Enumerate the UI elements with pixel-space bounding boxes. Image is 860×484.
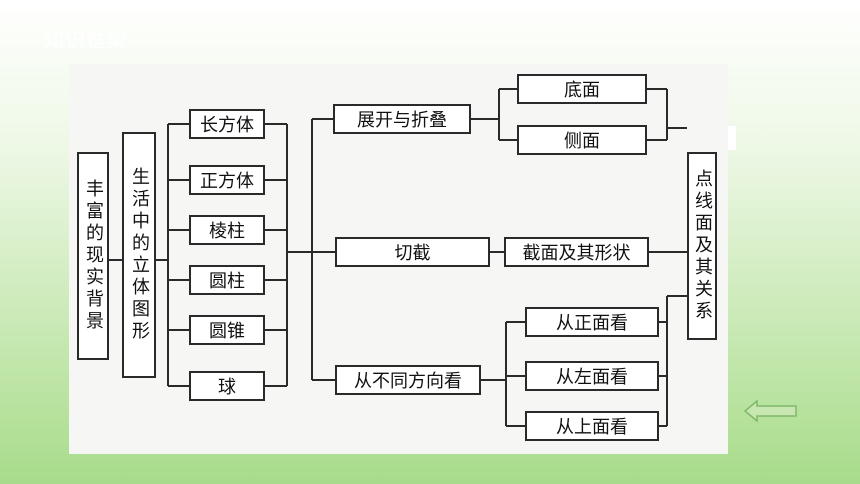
knowledge-framework-diagram: 丰富的现实背景 生活中的立体图形 长方体 正方体 棱柱 圆柱 圆锥 球 展开与折…	[69, 64, 728, 454]
solid-sphere: 球	[189, 371, 265, 401]
connector-lines	[108, 88, 687, 427]
op-unfold-fold: 展开与折叠	[333, 104, 471, 134]
solid-prism: 棱柱	[189, 215, 265, 245]
unfold-base: 底面	[517, 74, 647, 104]
result-node: 点线面及其关系	[687, 152, 717, 340]
panel-edge-tab	[728, 126, 736, 150]
view-top: 从上面看	[525, 411, 659, 441]
solid-cube: 正方体	[189, 165, 265, 195]
op-cut: 切截	[335, 237, 490, 267]
solid-cuboid: 长方体	[189, 109, 265, 139]
solids-group-node: 生活中的立体图形	[122, 132, 156, 378]
root-node: 丰富的现实背景	[77, 152, 109, 360]
solid-cylinder: 圆柱	[189, 265, 265, 295]
slide-title: 知识框架	[44, 28, 128, 52]
solid-cone: 圆锥	[189, 315, 265, 345]
back-arrow-icon[interactable]	[744, 400, 798, 422]
view-left: 从左面看	[525, 361, 659, 391]
section-shape: 截面及其形状	[504, 237, 649, 267]
view-front: 从正面看	[525, 307, 659, 337]
op-views: 从不同方向看	[335, 365, 481, 395]
unfold-side: 侧面	[517, 125, 647, 155]
